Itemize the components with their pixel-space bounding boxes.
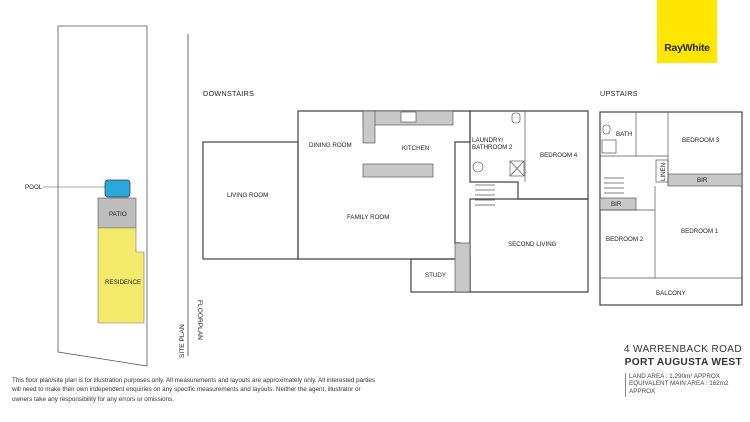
site-boundary — [57, 25, 148, 367]
patio-shape — [97, 197, 137, 229]
laundry-label-2: BATHROOM 2 — [472, 144, 513, 151]
bir-2-label: BIR — [611, 201, 622, 208]
kitchen-bench-side — [362, 110, 376, 144]
land-area: LAND AREA : 1,290m² APPROX — [629, 373, 720, 380]
downstairs-plan: DINING ROOM KITCHEN LAUNDRY/ BATHROOM 2 … — [202, 110, 589, 293]
bath-label: BATH — [616, 131, 632, 138]
pool-shape — [104, 179, 131, 198]
family-room-label: FAMILY ROOM — [347, 214, 389, 221]
kitchen-island — [362, 163, 434, 178]
toilet-icon — [511, 112, 521, 124]
area-summary: LAND AREA : 1,290m² APPROX EQUIVALENT MA… — [625, 373, 747, 397]
bedroom-2-label: BEDROOM 2 — [606, 236, 644, 243]
pool-label: POOL — [25, 184, 43, 191]
disclaimer-text: This floor plan/site plan is for illustr… — [12, 377, 376, 403]
stair-icon — [475, 184, 495, 206]
address-suburb: PORT AUGUSTA WEST — [624, 357, 742, 368]
study-label: STUDY — [425, 272, 446, 279]
bir-1-label: BIR — [697, 177, 708, 184]
shower-x2 — [509, 160, 525, 177]
bedroom-1-label: BEDROOM 1 — [681, 228, 719, 235]
upstairs-plan: BATH BEDROOM 3 LINEN BIR BIR BEDROOM 2 B… — [599, 111, 743, 306]
living-room-outline — [202, 141, 299, 260]
study-cabinet — [454, 242, 471, 293]
linen-label: LINEN — [660, 163, 667, 181]
residence-shape — [97, 227, 145, 324]
bath-tub-icon — [601, 139, 617, 154]
balcony-label: BALCONY — [656, 290, 686, 297]
upstairs-title: UPSTAIRS — [600, 89, 638, 98]
address-street: 4 WARRENBACK ROAD — [623, 344, 742, 355]
patio-label: PATIO — [109, 211, 127, 218]
upstairs-toilet-icon — [602, 124, 611, 135]
residence-label: RESIDENCE — [105, 279, 141, 286]
living-room-label: LIVING ROOM — [227, 192, 268, 199]
site-plan-label: SITE PLAN — [179, 324, 186, 358]
upstairs-stair-icon — [604, 177, 624, 194]
raywhite-logo: RayWhite — [657, 0, 717, 63]
raywhite-logo-text: RayWhite — [664, 42, 710, 54]
laundry-label-1: LAUNDRY/ — [472, 137, 503, 144]
bedroom-4-label: BEDROOM 4 — [540, 152, 578, 159]
main-block-outline — [297, 110, 471, 260]
dining-room-label: DINING ROOM — [309, 142, 352, 149]
equivalent-area-approx: APPROX — [629, 387, 656, 395]
linen-shape — [655, 159, 669, 183]
site-plan: POOL PATIO RESIDENCE SITE PLAN FLOORPLAN — [25, 25, 203, 367]
kitchen-label: KITCHEN — [402, 145, 429, 152]
floorplan-label: FLOORPLAN — [196, 300, 203, 340]
downstairs-title: DOWNSTAIRS — [203, 89, 254, 98]
laundry-tub-icon — [472, 161, 484, 173]
equivalent-area: EQUIVALENT MAIN AREA : 162m2 — [629, 380, 729, 388]
second-living-label: SECOND LIVING — [508, 241, 557, 248]
bedroom-3-label: BEDROOM 3 — [682, 137, 720, 144]
sink-icon — [400, 111, 417, 123]
